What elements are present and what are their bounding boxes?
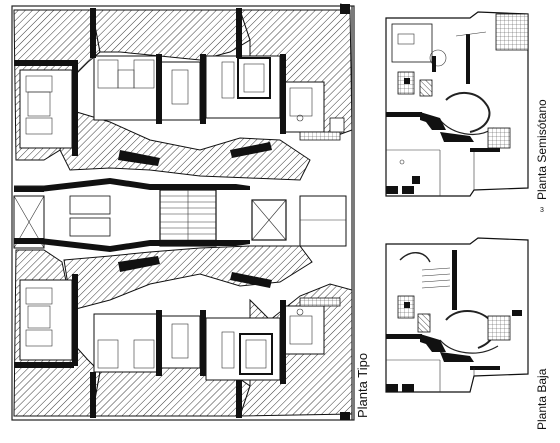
structural-walls <box>14 4 350 420</box>
planta-tipo-plan: Planta Tipo <box>11 4 370 421</box>
semisotano-curved-wall <box>445 92 491 133</box>
planta-semisotano-label: Planta Semisótano <box>535 99 549 200</box>
upper-room-third <box>159 61 201 121</box>
lower-living-table <box>239 333 273 375</box>
sheet-number: 3 <box>540 207 544 214</box>
lower-middle-hatched-band <box>63 245 313 311</box>
upper-bedroom-left <box>19 69 73 149</box>
corridor-wall-lower <box>40 238 250 252</box>
lower-room-third <box>159 315 201 369</box>
upper-living-room <box>205 55 281 119</box>
baja-curved-entry-wall <box>399 252 431 263</box>
upper-dining-area <box>283 81 325 133</box>
corridor-wall-upper <box>40 178 250 192</box>
semisotano-stair <box>487 127 511 149</box>
baja-stair <box>487 315 511 341</box>
planta-baja-plan: Planta Baja <box>385 237 549 430</box>
planta-semisotano-plan: Planta Semisótano 3 L <box>340 3 549 214</box>
upper-kitchen-stove <box>329 117 345 133</box>
planta-baja-label: Planta Baja <box>535 368 549 430</box>
semisotano-tile-block <box>495 13 529 51</box>
planta-tipo-label: Planta Tipo <box>355 353 370 418</box>
upper-living-table <box>237 57 271 99</box>
semisotano-top-left-room <box>391 23 433 63</box>
upper-middle-hatched-band <box>59 109 311 181</box>
upper-kitchen-counter <box>299 131 341 141</box>
lower-bedroom-left <box>19 279 73 361</box>
upper-center-hatched-zone <box>91 9 251 61</box>
lower-living-room <box>205 317 281 381</box>
upper-bedroom-bed-2 <box>25 117 53 135</box>
lower-bedroom-center <box>93 313 159 373</box>
baja-entry-stair <box>421 267 451 289</box>
lower-kitchen-counter <box>299 297 341 307</box>
lower-dining-area <box>283 305 325 355</box>
corner-mark: L <box>340 3 344 10</box>
